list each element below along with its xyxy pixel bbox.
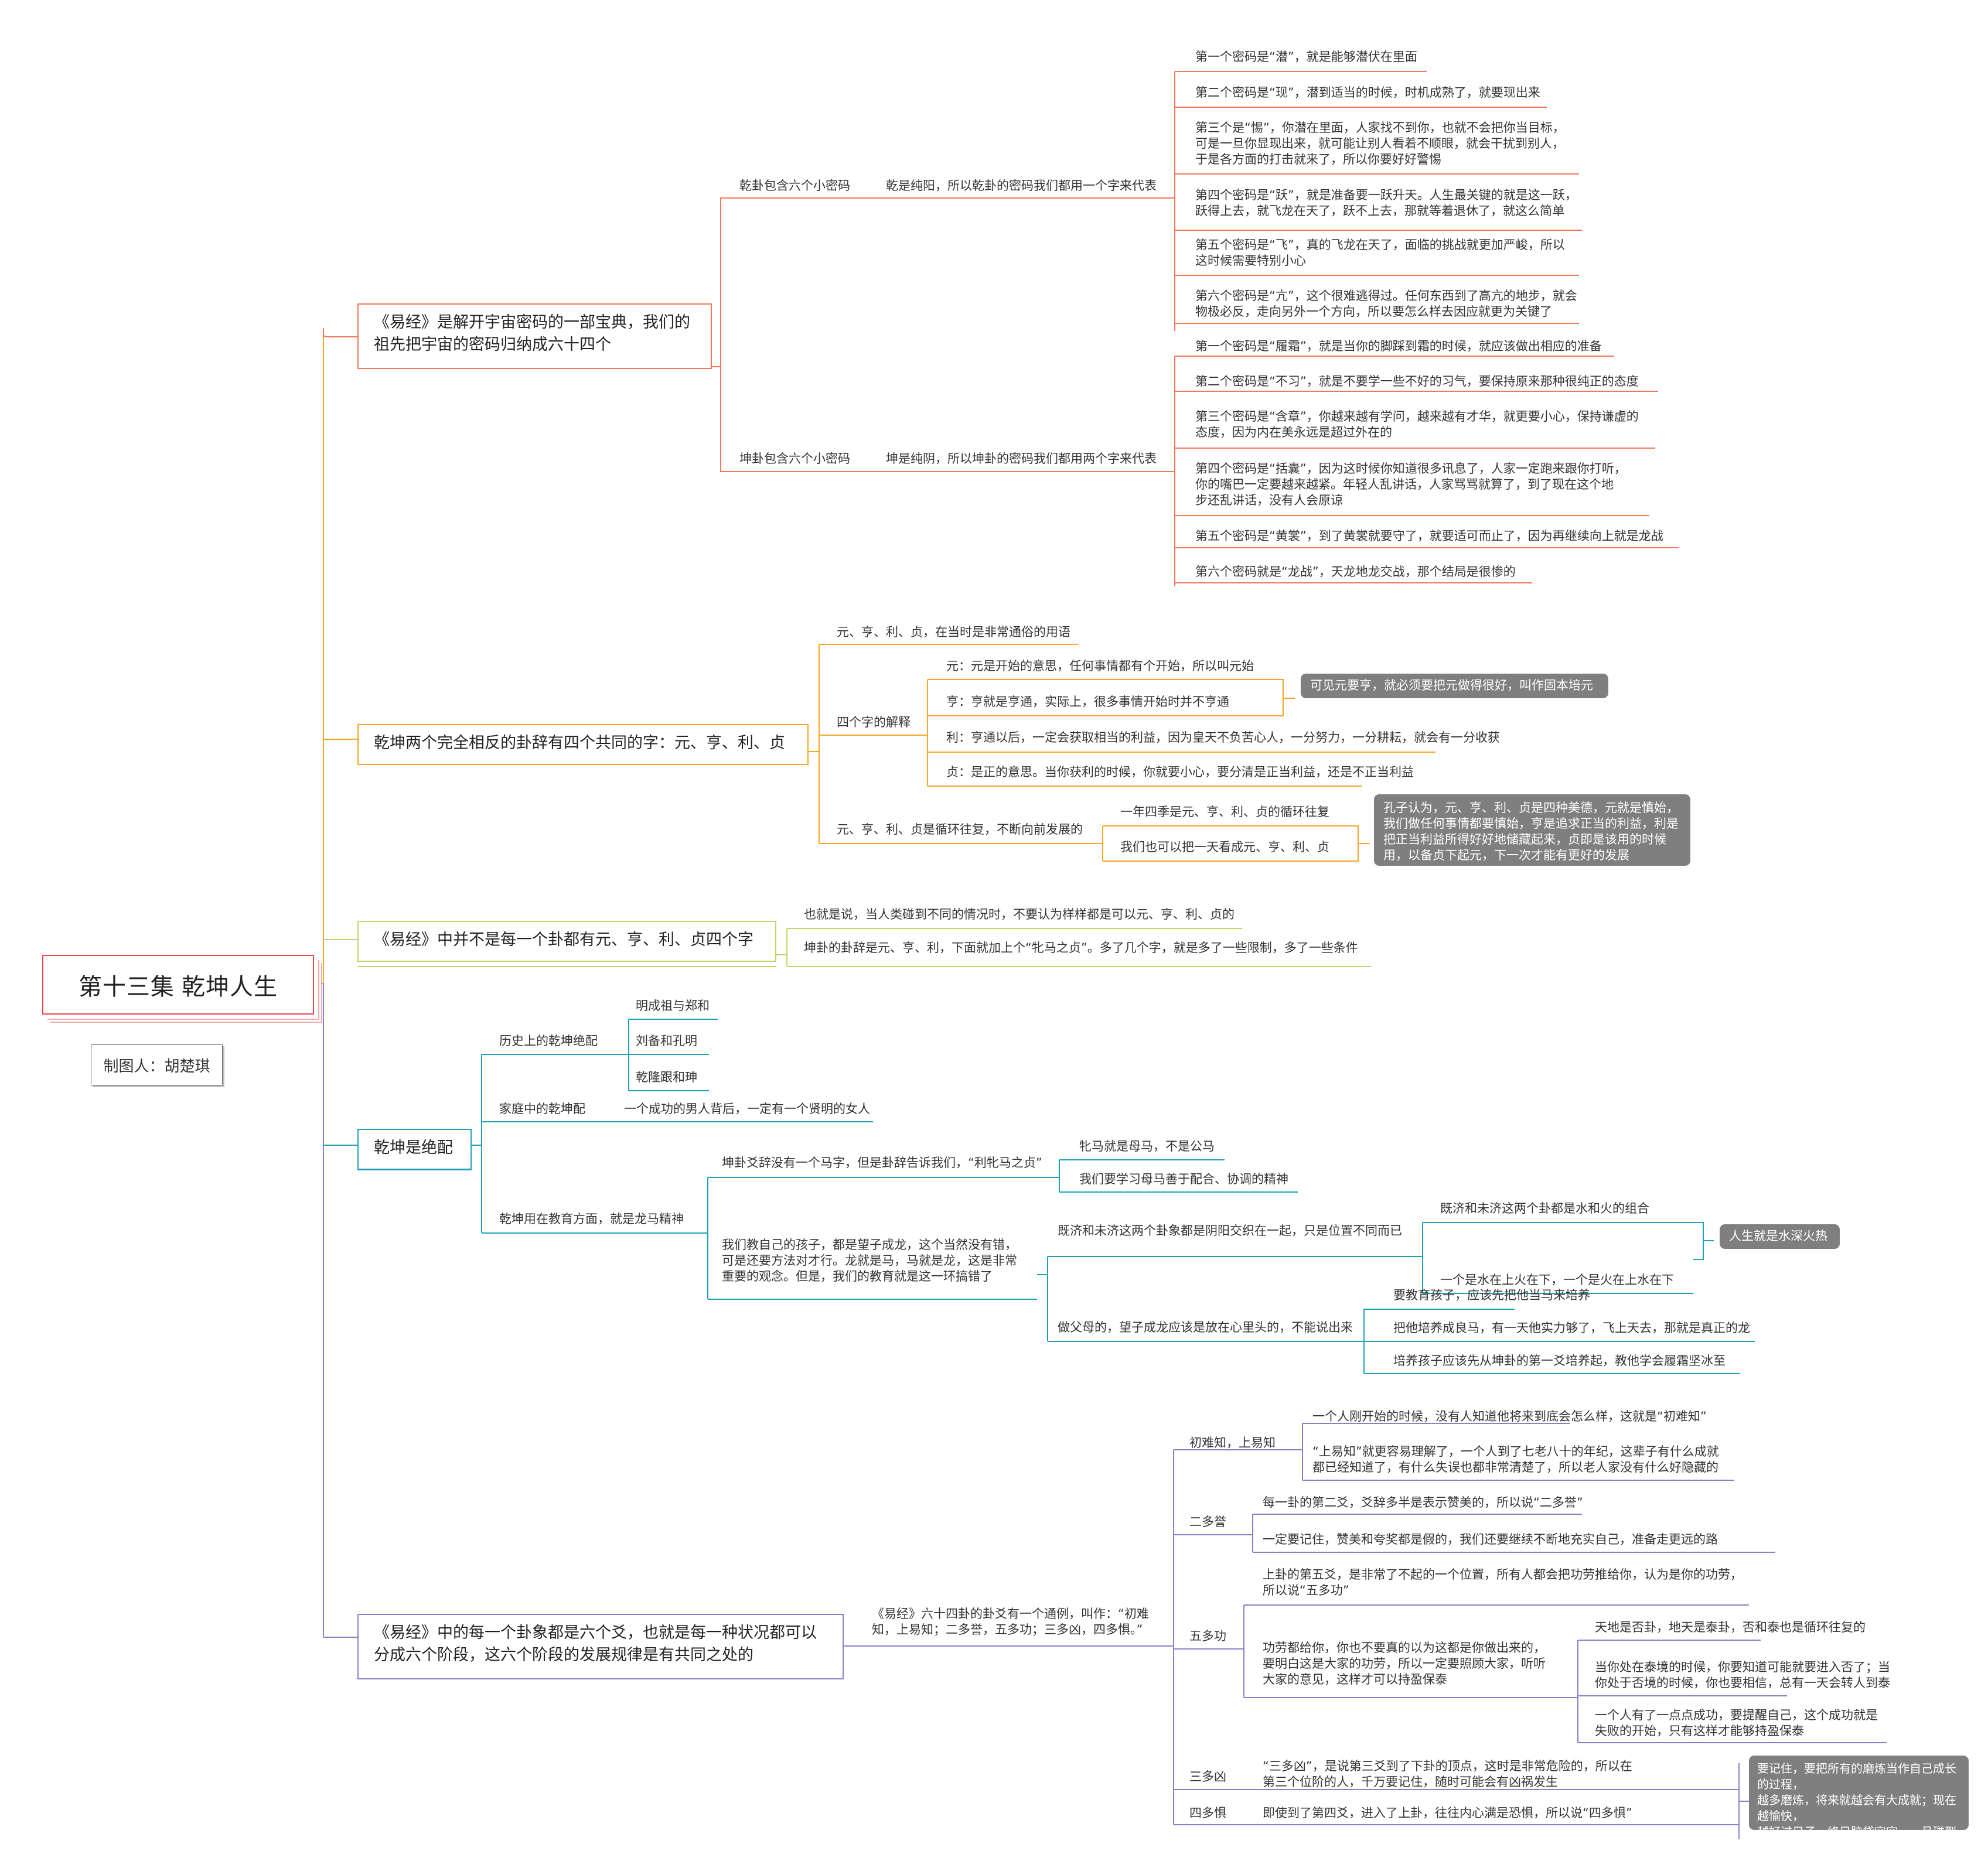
er-item-1[interactable]: 每一卦的第二爻，爻辞多半是表示赞美的，所以说“二多誉”	[1263, 1495, 1583, 1510]
branch5-topic[interactable]: 《易经》中的每一个卦象都是六个爻，也就是每一种状况都可以 分成六个阶段，这六个阶…	[357, 1614, 844, 1679]
jiji-item-1[interactable]: 既济和未济这两个卦都是水和火的组合	[1440, 1201, 1649, 1215]
branch5-note[interactable]: 要记住，要把所有的磨炼当作自己成长的过程， 越多磨炼，将来就越会有大成就；现在越…	[1749, 1756, 1969, 1861]
wu-item-a[interactable]: 上卦的第五爻，是非常了不起的一个位置，所有人都会把功劳推给你，认为是你的功劳， …	[1263, 1568, 1743, 1597]
branch3-topic[interactable]: 《易经》中并不是每一个卦都有元、亨、利、贞四个字	[357, 921, 776, 962]
history-pair-1[interactable]: 明成祖与郑和	[636, 999, 710, 1013]
san-label[interactable]: 三多凶	[1189, 1770, 1226, 1784]
history-label[interactable]: 历史上的乾坤绝配	[499, 1034, 598, 1048]
qian-code-2[interactable]: 第二个密码是“现”，潜到适当的时候，时机成熟了，就要现出来	[1195, 86, 1540, 100]
parent-item-1[interactable]: 要教育孩子，应该先把他当马来培养	[1393, 1288, 1590, 1302]
parent-label[interactable]: 做父母的，望子成龙应该是放在心里头的，不能说出来	[1058, 1320, 1353, 1334]
parent-item-2[interactable]: 把他培养成良马，有一天他实力够了，飞上天去，那就是真正的龙	[1393, 1321, 1750, 1335]
qian-label[interactable]: 乾卦包含六个小密码	[739, 179, 850, 193]
chu-item-2[interactable]: “上易知”就更容易理解了，一个人到了七老八十的年纪，这辈子有什么成就 都已经知道…	[1312, 1445, 1719, 1474]
si-label[interactable]: 四多惧	[1189, 1806, 1226, 1820]
kun-horse[interactable]: 坤卦爻辞没有一个马字，但是卦辞告诉我们，“利牝马之贞”	[722, 1156, 1042, 1170]
wu-item-b[interactable]: 功劳都给你，你也不要真的以为这都是你做出来的， 要明白这是大家的功劳，所以一定要…	[1263, 1641, 1546, 1686]
cycle-day[interactable]: 我们也可以把一天看成元、亨、利、贞	[1120, 840, 1329, 854]
wu-b-item-2[interactable]: 当你处在泰境的时候，你要知道可能就要进入否了；当 你处于否境的时候，你也要相信，…	[1595, 1660, 1890, 1690]
si-text[interactable]: 即使到了第四爻，进入了上卦，往往内心满是恐惧，所以说“四多惧”	[1263, 1806, 1632, 1820]
jiji-weiji[interactable]: 既济和未济这两个卦象都是阴阳交织在一起，只是位置不同而已	[1058, 1224, 1402, 1238]
history-pair-2[interactable]: 刘备和孔明	[636, 1034, 697, 1048]
kun-label[interactable]: 坤卦包含六个小密码	[739, 452, 850, 466]
kun-desc[interactable]: 坤是纯阴，所以坤卦的密码我们都用两个字来代表	[886, 452, 1157, 466]
branch2-topic[interactable]: 乾坤两个完全相反的卦辞有四个共同的字：元、亨、利、贞	[357, 724, 809, 765]
jiji-note[interactable]: 人生就是水深火热	[1720, 1224, 1840, 1249]
child-education[interactable]: 我们教自己的孩子，都是望子成龙，这个当然没有错， 可是还要方法对才行。龙就是马，…	[722, 1238, 1017, 1283]
qian-code-3[interactable]: 第三个是“惕”，你潜在里面，人家找不到你，也就不会把你当目标， 可是一旦你显现出…	[1195, 121, 1565, 166]
kun-code-5[interactable]: 第五个密码是“黄裳”，到了黄裳就要守了，就要适可而止了，因为再继续向上就是龙战	[1195, 529, 1663, 543]
explain-li[interactable]: 利：亨通以后，一定会获取相当的利益，因为皇天不负苦心人，一分努力，一分耕耘，就会…	[946, 730, 1500, 745]
qian-code-5[interactable]: 第五个密码是“飞”，真的飞龙在天了，面临的挑战就更加严峻，所以 这时候需要特别小…	[1195, 238, 1565, 268]
branch1-topic[interactable]: 《易经》是解开宇宙密码的一部宝典，我们的 祖先把宇宙的密码归纳成六十四个	[357, 303, 712, 369]
kun-horse-item-1[interactable]: 牝马就是母马，不是公马	[1079, 1139, 1215, 1153]
er-label[interactable]: 二多誉	[1189, 1515, 1226, 1529]
branch3-lines	[357, 928, 1371, 967]
yao-rule[interactable]: 《易经》六十四卦的卦爻有一个通例，叫作：“初难 知，上易知；二多誉，五多功；三多…	[872, 1607, 1149, 1637]
kun-code-6[interactable]: 第六个密码就是“龙战”，天龙地龙交战，那个结局是很惨的	[1195, 565, 1516, 579]
root-topic[interactable]: 第十三集 乾坤人生	[42, 955, 314, 1015]
history-pair-3[interactable]: 乾隆跟和珅	[636, 1070, 697, 1084]
family-label[interactable]: 家庭中的乾坤配	[499, 1102, 585, 1116]
cycle-seasons[interactable]: 一年四季是元、亨、利、贞的循环往复	[1120, 805, 1329, 819]
qian-desc[interactable]: 乾是纯阳，所以乾卦的密码我们都用一个字来代表	[886, 179, 1157, 193]
qian-code-4[interactable]: 第四个密码是“跃”，就是准备要一跃升天。人生最关键的就是这一跃， 跃得上去，就飞…	[1195, 188, 1577, 218]
explain-note[interactable]: 可见元要亨，就必须要把元做得很好，叫作固本培元	[1301, 674, 1608, 698]
family-text[interactable]: 一个成功的男人背后，一定有一个贤明的女人	[624, 1102, 870, 1116]
qian-code-6[interactable]: 第六个密码是“亢”，这个很难逃得过。任何东西到了高亢的地步，就会 物极必反，走向…	[1195, 289, 1577, 319]
branch4-topic[interactable]: 乾坤是绝配	[357, 1129, 472, 1170]
jiji-item-2[interactable]: 一个是水在上火在下，一个是火在上水在下	[1440, 1273, 1674, 1287]
kun-code-4[interactable]: 第四个密码是“括囊”，因为这时候你知道很多讯息了，人家一定跑来跟你打听， 你的嘴…	[1195, 462, 1626, 507]
parent-item-3[interactable]: 培养孩子应该先从坤卦的第一爻培养起，教他学会履霜坚冰至	[1393, 1354, 1726, 1368]
san-text[interactable]: “三多凶”，是说第三爻到了下卦的顶点，这时是非常危险的，所以在 第三个位阶的人，…	[1263, 1759, 1632, 1789]
explain-yuan[interactable]: 元：元是开始的意思，任何事情都有个开始，所以叫元始	[946, 659, 1254, 673]
branch4-lines	[357, 1019, 1755, 1374]
trunk-lines	[313, 328, 357, 1638]
explain-label[interactable]: 四个字的解释	[837, 715, 911, 729]
wu-label[interactable]: 五多功	[1189, 1629, 1226, 1643]
explain-heng[interactable]: 亨：亨就是亨通，实际上，很多事情开始时并不亨通	[946, 695, 1229, 709]
explain-zhen[interactable]: 贞：是正的意思。当你获利的时候，你就要小心，要分清是正当利益，还是不正当利益	[946, 765, 1414, 779]
kun-code-1[interactable]: 第一个密码是“履霜”，就是当你的脚踩到霜的时候，就应该做出相应的准备	[1195, 339, 1602, 353]
branch1-lines	[357, 71, 1679, 586]
maker-label: 制图人：胡楚琪	[91, 1044, 223, 1085]
cycle-label[interactable]: 元、亨、利、贞是循环往复，不断向前发展的	[837, 822, 1083, 836]
chu-label[interactable]: 初难知，上易知	[1189, 1436, 1276, 1450]
wu-b-item-3[interactable]: 一个人有了一点点成功，要提醒自己，这个成功就是 失败的开始，只有这样才能够持盈保…	[1595, 1708, 1878, 1738]
kun-code-2[interactable]: 第二个密码是“不习”，就是不要学一些不好的习气，要保持原来那种很纯正的态度	[1195, 374, 1639, 388]
chu-item-1[interactable]: 一个人刚开始的时候，没有人知道他将来到底会怎么样，这就是“初难知”	[1312, 1409, 1707, 1423]
common-words[interactable]: 元、亨、利、贞，在当时是非常通俗的用语	[837, 625, 1070, 639]
kun-code-3[interactable]: 第三个密码是“含章”，你越来越有学问，越来越有才华，就更要小心，保持谦虚的 态度…	[1195, 409, 1639, 439]
kun-horse-item-2[interactable]: 我们要学习母马善于配合、协调的精神	[1079, 1172, 1288, 1186]
edu-label[interactable]: 乾坤用在教育方面，就是龙马精神	[499, 1212, 684, 1226]
branch3-item-1[interactable]: 也就是说，当人类碰到不同的情况时，不要认为样样都是可以元、亨、利、贞的	[804, 907, 1235, 921]
branch3-item-2[interactable]: 坤卦的卦辞是元、亨、利，下面就加上个“牝马之贞”。多了几个字，就是多了一些限制，…	[804, 941, 1358, 955]
qian-code-1[interactable]: 第一个密码是“潜”，就是能够潜伏在里面	[1195, 50, 1417, 64]
wu-b-item-1[interactable]: 天地是否卦，地天是泰卦，否和泰也是循环往复的	[1595, 1620, 1866, 1634]
cycle-note[interactable]: 孔子认为，元、亨、利、贞是四种美德，元就是慎始， 我们做任何事情都要慎始，亨是追…	[1374, 794, 1690, 866]
er-item-2[interactable]: 一定要记住，赞美和夸奖都是假的，我们还要继续不断地充实自己，准备走更远的路	[1263, 1532, 1718, 1546]
